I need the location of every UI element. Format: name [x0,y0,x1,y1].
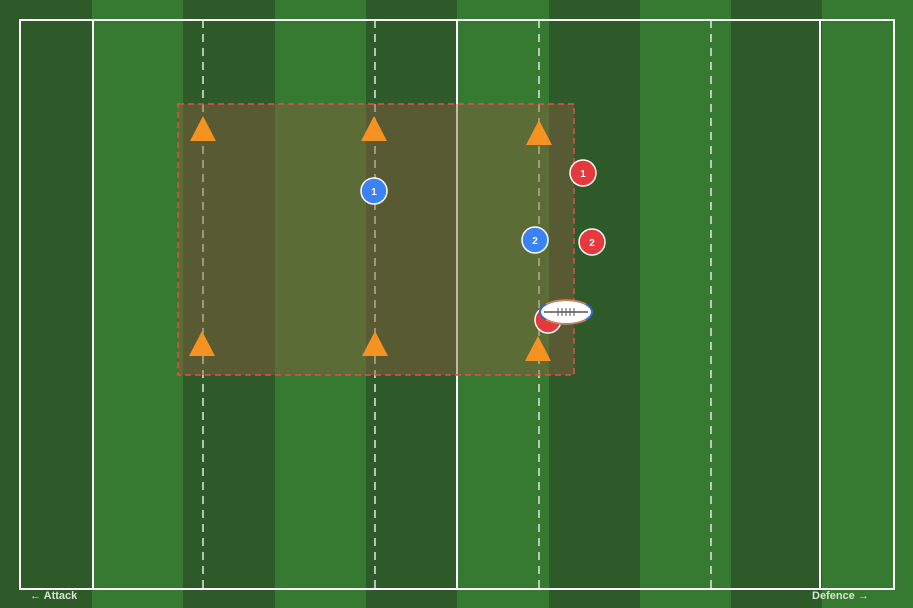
grass-stripe [822,0,913,608]
cone-icon[interactable] [362,331,388,356]
cone-icon[interactable] [189,331,215,356]
defence-direction-label: Defence → [812,590,869,602]
grass-stripe [731,0,822,608]
player-number: 2 [532,236,538,247]
attack-direction-label: ← Attack [30,590,78,602]
cone-icon[interactable] [190,116,216,141]
grass-stripe [0,0,92,608]
drill-zone[interactable] [177,103,575,376]
player-number: 2 [589,238,595,249]
grass-stripe [366,0,457,608]
attacker-2[interactable]: 2 [521,226,549,254]
defender-2[interactable]: 2 [578,228,606,256]
grass-stripe [457,0,549,608]
player-number: 1 [371,187,377,198]
grass-stripe [640,0,731,608]
cone-icon[interactable] [361,116,387,141]
rugby-ball-icon[interactable] [539,299,593,325]
cone-icon[interactable] [525,336,551,361]
grass-stripe [92,0,183,608]
cone-icon[interactable] [526,120,552,145]
attacker-1[interactable]: 1 [360,177,388,205]
grass-stripe [183,0,275,608]
grass-stripe [275,0,366,608]
player-number: 1 [580,169,586,180]
defender-1[interactable]: 1 [569,159,597,187]
